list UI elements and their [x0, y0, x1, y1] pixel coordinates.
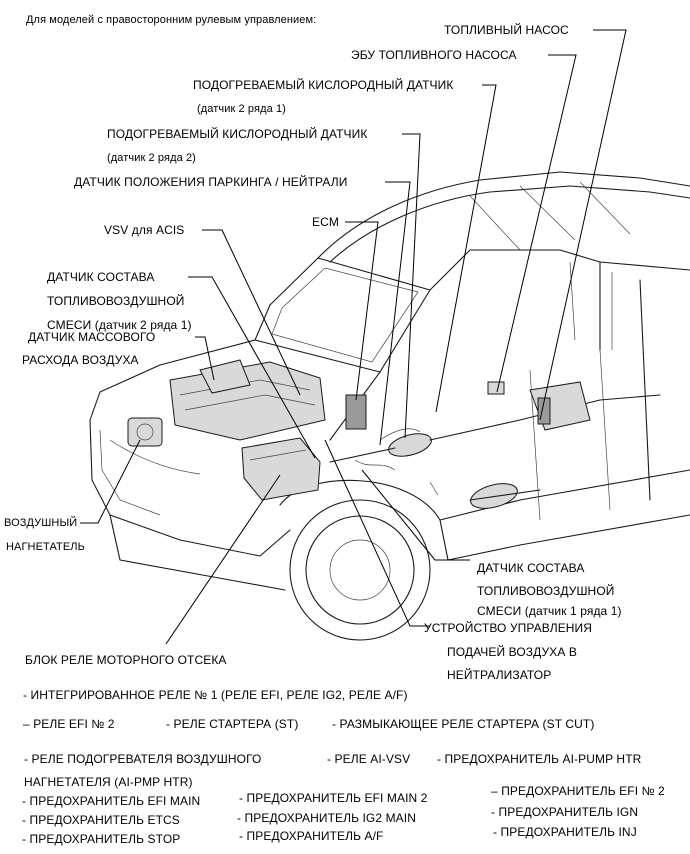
label-fuel-pump-ecu: ЭБУ ТОПЛИВНОГО НАСОСА	[351, 48, 517, 62]
fuse-etcs: - ПРЕДОХРАНИТЕЛЬ ETCS	[22, 813, 180, 827]
label-af-sensor-b2s1-1: ДАТЧИК СОСТАВА	[47, 270, 155, 284]
label-air-injection-3: НЕЙТРАЛИЗАТОР	[447, 668, 552, 682]
relay-air-pump-heater-2: НАГНЕТАТЕЛЯ (AI-PMP HTR)	[24, 775, 193, 789]
header-note: Для моделей с правосторонним рулевым упр…	[26, 14, 317, 26]
label-maf-1: ДАТЧИК МАССОВОГО	[28, 330, 156, 344]
fuse-stop: - ПРЕДОХРАНИТЕЛЬ STOP	[22, 832, 181, 846]
label-air-injection-2: ПОДАЧЕЙ ВОЗДУХА В	[447, 645, 577, 659]
label-maf-2: РАСХОДА ВОЗДУХА	[22, 353, 139, 367]
relay-air-pump-heater-1: - РЕЛЕ ПОДОГРЕВАТЕЛЯ ВОЗДУШНОГО	[24, 752, 262, 766]
relay-efi-no2: – РЕЛЕ EFI № 2	[23, 717, 115, 731]
relay-st-cut: - РАЗМЫКАЮЩЕЕ РЕЛЕ СТАРТЕРА (ST CUT)	[332, 717, 595, 731]
fuse-efi-main2: - ПРЕДОХРАНИТЕЛЬ EFI MAIN 2	[239, 791, 428, 805]
fuse-efi-main: - ПРЕДОХРАНИТЕЛЬ EFI MAIN	[22, 794, 201, 808]
label-ecm: ECM	[312, 215, 339, 229]
label-af-sensor-b2s1-3: СМЕСИ (датчик 2 ряда 1)	[47, 318, 192, 332]
label-air-pump-1: ВОЗДУШНЫЙ	[4, 517, 78, 529]
fuse-ign: - ПРЕДОХРАНИТЕЛЬ IGN	[491, 805, 639, 819]
label-air-injection-1: УСТРОЙСТВО УПРАВЛЕНИЯ	[424, 621, 593, 635]
engine-components	[127, 359, 661, 509]
fuse-ig2-main: - ПРЕДОХРАНИТЕЛЬ IG2 MAIN	[237, 811, 416, 825]
fuse-inj: - ПРЕДОХРАНИТЕЛЬ INJ	[493, 825, 637, 839]
label-af-sensor-b1s1-2: ТОПЛИВОВОЗДУШНОЙ	[477, 584, 615, 598]
label-o2-sensor-b2s2: ПОДОГРЕВАЕМЫЙ КИСЛОРОДНЫЙ ДАТЧИК	[107, 127, 368, 141]
relay-integrated: - ИНТЕГРИРОВАННОЕ РЕЛЕ № 1 (РЕЛЕ EFI, РЕ…	[23, 688, 408, 702]
label-fuel-pump: ТОПЛИВНЫЙ НАСОС	[444, 23, 569, 37]
fuse-ai-pump-htr: - ПРЕДОХРАНИТЕЛЬ AI-PUMP HTR	[437, 752, 642, 766]
label-o2-sensor-b2s1-note: (датчик 2 ряда 1)	[197, 103, 286, 115]
fuse-efi-no2: – ПРЕДОХРАНИТЕЛЬ EFI № 2	[491, 784, 665, 798]
label-af-sensor-b1s1-1: ДАТЧИК СОСТАВА	[477, 561, 585, 575]
relay-ai-vsv: - РЕЛЕ AI-VSV	[327, 752, 411, 766]
relay-starter: - РЕЛЕ СТАРТЕРА (ST)	[166, 717, 299, 731]
label-relay-block: БЛОК РЕЛЕ МОТОРНОГО ОТСЕКА	[25, 653, 227, 667]
label-o2-sensor-b2s1: ПОДОГРЕВАЕМЫЙ КИСЛОРОДНЫЙ ДАТЧИК	[193, 78, 454, 92]
label-o2-sensor-b2s2-note: (датчик 2 ряда 2)	[107, 152, 196, 164]
fuse-af: - ПРЕДОХРАНИТЕЛЬ A/F	[239, 829, 384, 843]
label-vsv-acis: VSV для ACIS	[104, 223, 185, 237]
label-af-sensor-b1s1-3: СМЕСИ (датчик 1 ряда 1)	[477, 604, 622, 618]
label-park-neutral-sensor: ДАТЧИК ПОЛОЖЕНИЯ ПАРКИНГА / НЕЙТРАЛИ	[74, 175, 348, 189]
label-af-sensor-b2s1-2: ТОПЛИВОВОЗДУШНОЙ	[47, 294, 185, 308]
label-air-pump-2: НАГНЕТАТЕЛЬ	[6, 541, 85, 553]
leader-lines	[80, 29, 627, 645]
